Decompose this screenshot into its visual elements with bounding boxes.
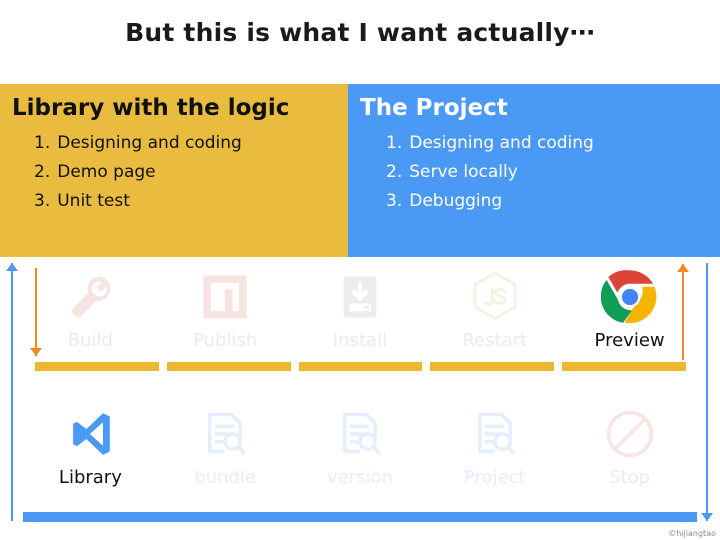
list-item-label: Serve locally [409,161,518,182]
list-item: 1. Designing and coding [34,129,348,158]
list-item-label: Designing and coding [57,132,242,153]
toolbar-item-label: Library [58,467,122,488]
toolbar-bottom-underline-bar [23,512,697,522]
panel-the-project: The Project 1. Designing and coding 2. S… [348,84,720,257]
toolbar-item-library[interactable]: Library [23,403,158,487]
toolbar-row-bottom: Library bundle [23,403,697,487]
toolbar-item-label: Publish [193,330,258,351]
toolbar-top-underline-bars [35,362,686,371]
underline-bar [562,362,686,371]
comparison-panels: Library with the logic 1. Designing and … [0,84,720,257]
toolbar-item-build[interactable]: Build [23,266,158,350]
toolbar-row-top: Build Publish Install [23,266,697,350]
chrome-icon [599,266,661,328]
toolbar-item-label: Build [67,330,113,351]
list-item: 2. Demo page [34,158,348,187]
wrench-icon [59,266,121,328]
arrow-shaft [11,263,13,521]
doc-search-icon [464,403,526,465]
list-item-label: Demo page [57,161,156,182]
toolbar-item-preview[interactable]: Preview [562,266,697,350]
list-item: 2. Serve locally [386,158,720,187]
list-item: 3. Unit test [34,187,348,216]
toolbar-item-label: Stop [609,467,651,488]
toolbar-item-label: bundle [194,467,257,488]
toolbar-item-label: Restart [462,330,528,351]
list-item-number: 1. [34,132,51,153]
toolbar-item-install[interactable]: Install [293,266,428,350]
toolbar-item-label: Preview [594,330,665,351]
arrow-shaft [35,268,37,356]
arrow-head [6,263,18,271]
doc-search-icon [329,403,391,465]
panel-item-list: 1. Designing and coding 2. Serve locally… [386,129,720,216]
list-item-number: 1. [386,132,403,153]
arrow-head [677,264,689,272]
download-icon [329,266,391,328]
orange-up-arrow-right [677,264,689,360]
nodejs-icon [464,266,526,328]
panel-heading: Library with the logic [12,95,290,121]
toolbar-item-restart[interactable]: Restart [427,266,562,350]
prohibition-icon [599,403,661,465]
list-item-number: 2. [34,161,51,182]
underline-bar [166,362,291,371]
toolbar-item-publish[interactable]: Publish [158,266,293,350]
blue-down-arrow-right [701,263,713,521]
blue-up-arrow-left [6,263,18,521]
npm-icon [194,266,256,328]
toolbar-item-bundle[interactable]: bundle [158,403,293,487]
arrow-shaft [682,264,684,360]
toolbar-item-project[interactable]: Project [427,403,562,487]
arrow-head [701,513,713,521]
toolbar-item-version[interactable]: version [293,403,428,487]
list-item: 1. Designing and coding [386,129,720,158]
list-item-number: 3. [386,190,403,211]
list-item: 3. Debugging [386,187,720,216]
toolbar-item-stop[interactable]: Stop [562,403,697,487]
page-title: But this is what I want actually⋯ [125,18,595,47]
toolbar-item-label: Project [463,467,526,488]
vscode-icon [59,403,121,465]
underline-bar [430,362,555,371]
list-item-number: 3. [34,190,51,211]
doc-search-icon [194,403,256,465]
arrow-shaft [706,263,708,521]
toolbar-item-label: version [327,467,393,488]
list-item-number: 2. [386,161,403,182]
underline-bar [298,362,423,371]
list-item-label: Designing and coding [409,132,594,153]
list-item-label: Unit test [57,190,130,211]
watermark: ©hijiangtao [668,529,716,538]
panel-library-with-the-logic: Library with the logic 1. Designing and … [0,84,348,257]
toolbar-item-label: Install [332,330,388,351]
arrow-head [30,348,42,356]
underline-bar [35,362,159,371]
toolbar-board: Build Publish Install [0,258,720,540]
panel-item-list: 1. Designing and coding 2. Demo page 3. … [34,129,348,216]
list-item-label: Debugging [409,190,503,211]
panel-heading: The Project [360,95,508,121]
orange-down-arrow-left [30,268,42,356]
